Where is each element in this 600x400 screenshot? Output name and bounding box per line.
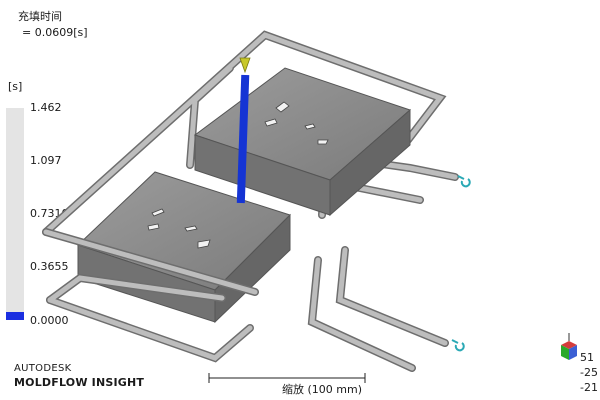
legend-tick-max: 1.462 <box>30 101 62 114</box>
axis-readout-2: -25 <box>580 366 598 379</box>
axis-triad-icon[interactable] <box>561 333 577 360</box>
sprue <box>236 57 251 204</box>
legend-tick-4: 0.3655 <box>30 260 69 273</box>
part-cavity-back <box>193 67 411 217</box>
brand-product: MOLDFLOW INSIGHT <box>14 376 145 389</box>
legend-unit: [s] <box>8 80 23 93</box>
legend-tick-min: 0.0000 <box>30 314 69 327</box>
coolant-inlet-icon <box>451 175 471 352</box>
scale-label: 缩放 (100 mm) <box>282 383 363 396</box>
result-value: = 0.0609[s] <box>22 26 88 39</box>
brand-autodesk: AUTODESK <box>14 363 72 374</box>
legend-fill <box>6 311 24 320</box>
legend-tick-2: 1.097 <box>30 154 62 167</box>
scale-bar <box>208 373 366 383</box>
axis-readout-3: -21 <box>580 381 598 394</box>
injection-cone-icon <box>239 57 251 74</box>
legend-color-bar[interactable] <box>6 108 24 320</box>
result-title: 充填时间 <box>18 10 62 23</box>
cooling-channels-front <box>42 228 449 372</box>
axis-readout-1: 51 <box>580 351 594 364</box>
